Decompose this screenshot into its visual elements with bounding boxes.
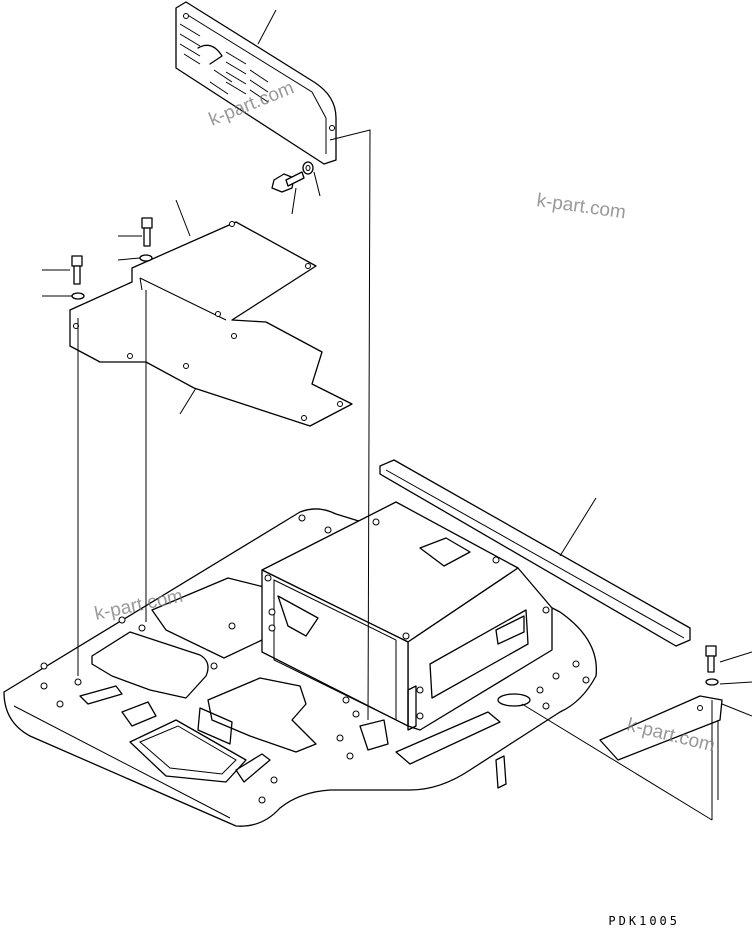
bolt-and-washer-set [71, 161, 719, 686]
step-cover-plate [69, 221, 353, 427]
grille-slots [179, 23, 269, 103]
drawing-code: PDK1005 [608, 914, 680, 928]
watermark-text: k-part.com [535, 190, 627, 223]
small-bracket-plate [599, 695, 723, 761]
mounting-holes [40, 514, 590, 804]
grille-cover [175, 1, 337, 165]
leader-lines [42, 9, 752, 821]
center-box [261, 501, 553, 731]
angle-rail [379, 459, 691, 647]
